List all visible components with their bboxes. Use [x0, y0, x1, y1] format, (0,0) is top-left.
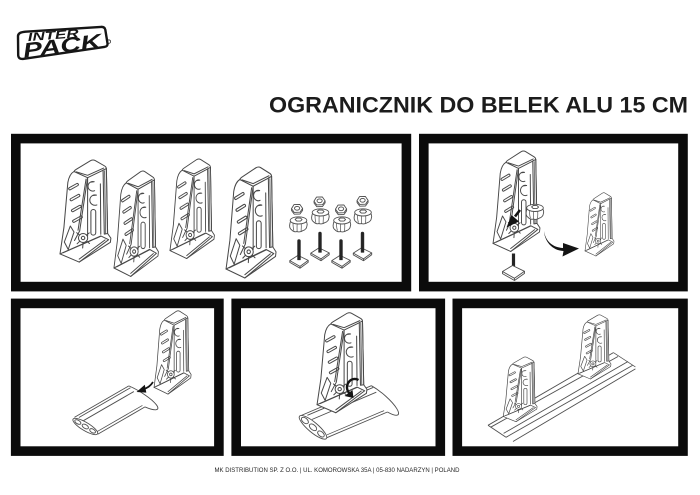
svg-text:INTER: INTER — [27, 27, 80, 44]
svg-text:OGRANICZNIK DO BELEK ALU 15 CM: OGRANICZNIK DO BELEK ALU 15 CM — [269, 93, 688, 118]
svg-text:MK DISTRIBUTION SP. Z O.O. | U: MK DISTRIBUTION SP. Z O.O. | UL. KOMOROW… — [215, 467, 460, 474]
